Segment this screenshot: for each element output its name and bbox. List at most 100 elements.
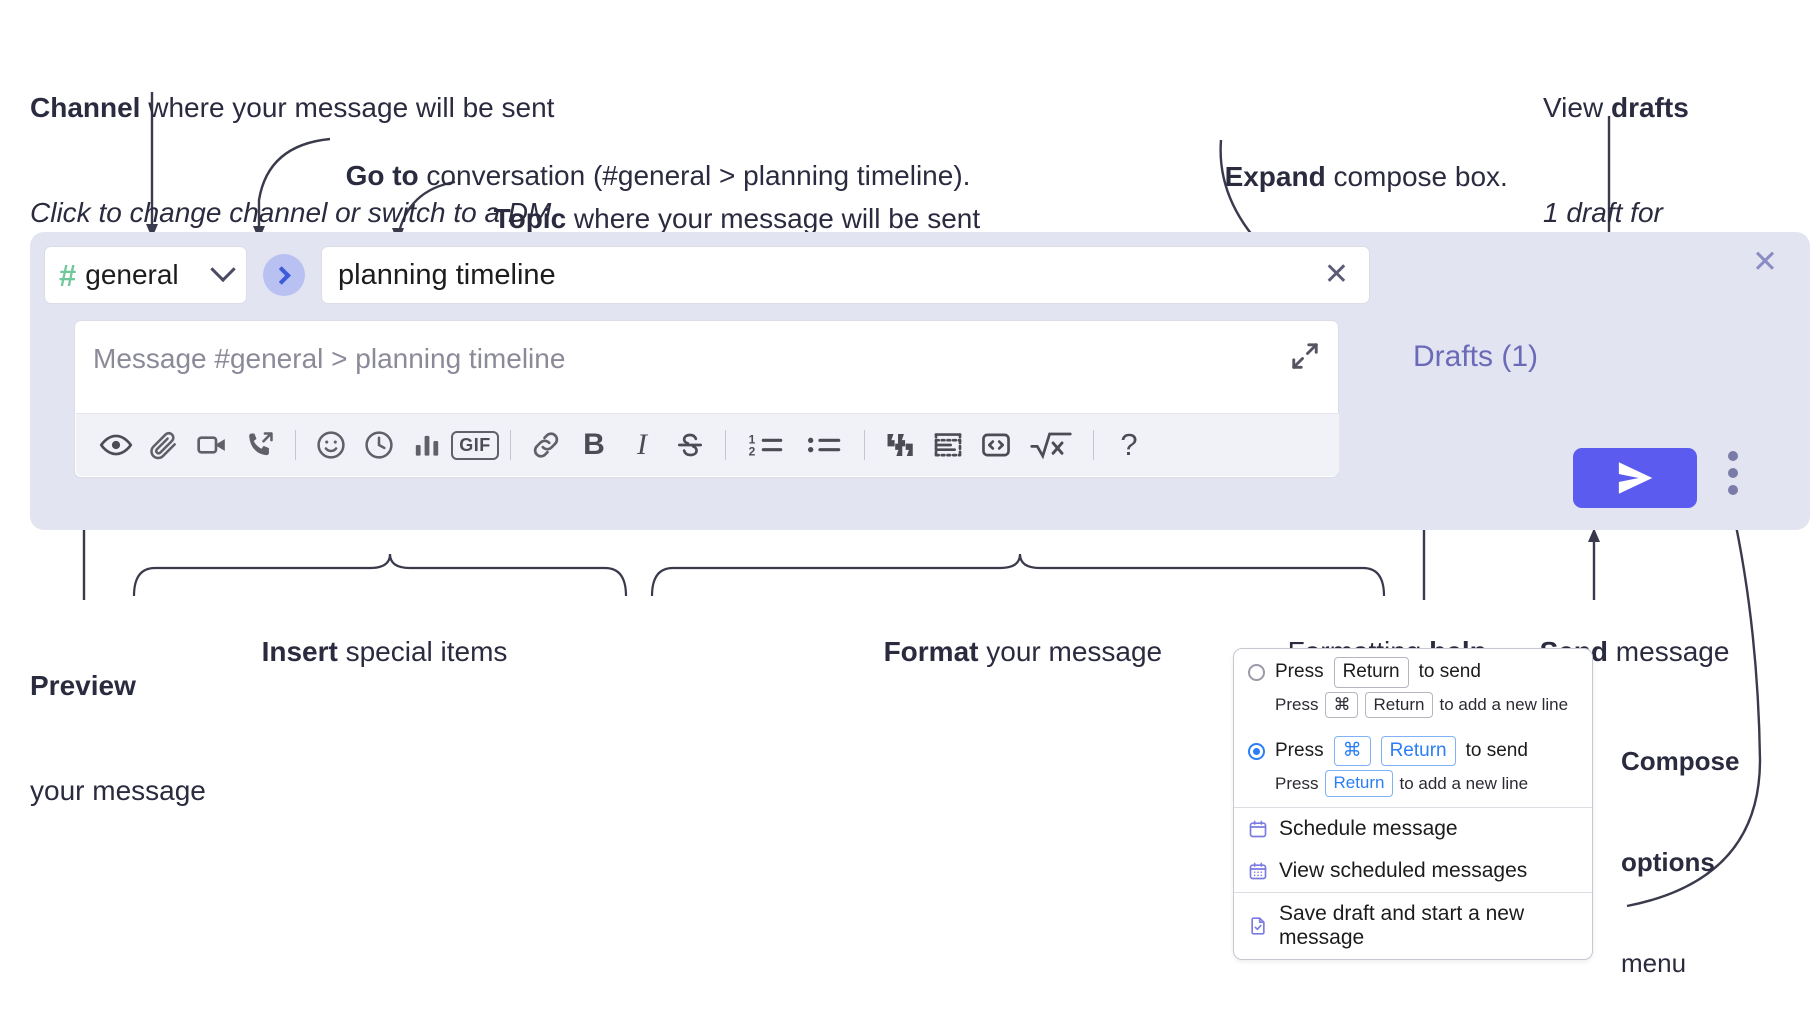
- radio-selected[interactable]: [1248, 742, 1265, 760]
- chevron-right-icon: [271, 265, 291, 285]
- annotation-format-bold: Format: [883, 635, 979, 667]
- svg-text:1: 1: [749, 433, 756, 447]
- clock-icon[interactable]: [355, 422, 403, 468]
- kebab-dot: [1728, 485, 1738, 495]
- annotation-compose-bold-2: options: [1621, 846, 1715, 877]
- send-option-cmd-return[interactable]: Press ⌘ Return to send: [1234, 728, 1592, 769]
- toolbar-divider: [1093, 430, 1094, 460]
- video-icon[interactable]: [188, 422, 236, 468]
- document-check-icon: [1251, 916, 1265, 935]
- annotation-insert-rest: special items: [337, 635, 508, 667]
- annotation-format-rest: your message: [978, 635, 1163, 667]
- calendar-icon: [1249, 820, 1267, 837]
- ordered-list-icon[interactable]: 1 2: [737, 422, 795, 468]
- expand-icon[interactable]: [1290, 341, 1320, 371]
- annotation-topic-rest: where your message will be sent: [566, 202, 981, 234]
- annotation-insert-bold: Insert: [261, 635, 338, 667]
- annotation-expand-rest: compose box.: [1325, 160, 1508, 192]
- code-block-icon[interactable]: [924, 422, 972, 468]
- kebab-dot: [1728, 468, 1738, 478]
- toolbar-divider: [295, 430, 296, 460]
- message-input-box[interactable]: Message #general > planning timeline: [74, 320, 1339, 478]
- code-icon[interactable]: [972, 422, 1020, 468]
- annotation-compose-options: Compose options menu: [1621, 677, 1739, 1015]
- radio-unselected[interactable]: [1248, 663, 1265, 681]
- annotation-channel-italic: Click to change channel or switch to a D…: [30, 196, 560, 228]
- menu-divider: [1234, 891, 1592, 893]
- option-2-press: Press: [1275, 740, 1324, 762]
- toolbar-divider: [725, 430, 726, 460]
- italic-label: I: [637, 428, 647, 461]
- annotation-drafts-italic-1: 1 draft for: [1543, 196, 1663, 228]
- key-return: Return: [1325, 770, 1393, 797]
- calendar-grid-icon: [1249, 862, 1267, 879]
- toolbar-divider: [510, 430, 511, 460]
- annotation-goto-rest: conversation (#general > planning timeli…: [418, 159, 971, 191]
- poll-icon[interactable]: [403, 422, 451, 468]
- option-1-press: Press: [1275, 661, 1324, 683]
- send-option-return[interactable]: Press Return to send: [1234, 649, 1592, 690]
- clear-topic-icon[interactable]: ✕: [1323, 258, 1349, 291]
- annotation-drafts-pre: View: [1543, 92, 1611, 124]
- send-option-cmd-return-hint: Press Return to add a new line: [1234, 768, 1592, 806]
- annotation-channel-rest: where your message will be sent: [140, 92, 555, 124]
- menu-item-save-draft[interactable]: Save draft and start a new message: [1234, 893, 1592, 959]
- key-command: ⌘: [1333, 735, 1371, 767]
- audio-call-icon[interactable]: [236, 422, 284, 468]
- help-icon[interactable]: ?: [1105, 422, 1153, 468]
- option-2-sub-suffix: to add a new line: [1399, 773, 1529, 793]
- toolbar-divider: [864, 430, 865, 460]
- chevron-down-icon: [210, 256, 236, 283]
- annotation-expand: Expand compose box.: [1209, 125, 1508, 194]
- bold-icon[interactable]: B: [570, 422, 618, 468]
- send-button[interactable]: [1573, 448, 1697, 508]
- topic-input[interactable]: planning timeline ✕: [321, 246, 1370, 304]
- annotation-channel: Channel where your message will be sent …: [30, 22, 559, 265]
- annotation-channel-bold: Channel: [30, 92, 141, 124]
- menu-item-schedule-message[interactable]: Schedule message: [1234, 808, 1592, 850]
- blockquote-icon[interactable]: [876, 422, 924, 468]
- annotation-drafts-bold: drafts: [1610, 92, 1689, 124]
- attachment-icon[interactable]: [140, 422, 188, 468]
- gif-icon[interactable]: GIF: [451, 422, 499, 468]
- gif-label: GIF: [451, 430, 499, 460]
- italic-icon[interactable]: I: [618, 422, 666, 468]
- send-option-return-hint: Press ⌘ Return to add a new line: [1234, 690, 1592, 728]
- annotation-compose-rest: menu: [1621, 948, 1687, 979]
- drafts-link[interactable]: Drafts (1): [1412, 340, 1538, 373]
- compose-options-menu: Press Return to send Press ⌘ Return to a…: [1233, 648, 1593, 960]
- compose-header: # general planning timeline ✕: [44, 246, 1370, 304]
- key-return: Return: [1333, 657, 1409, 688]
- option-2-sub-press: Press: [1275, 773, 1319, 793]
- link-icon[interactable]: [522, 422, 570, 468]
- bulleted-list-icon[interactable]: [795, 422, 853, 468]
- annotation-preview-bold: Preview: [30, 670, 136, 702]
- menu-item-label: Save draft and start a new message: [1279, 901, 1525, 949]
- annotation-format: Format your message: [868, 600, 1163, 669]
- annotation-preview: Preview your message: [30, 600, 206, 843]
- preview-icon[interactable]: [92, 422, 140, 468]
- option-1-sub-suffix: to add a new line: [1439, 694, 1569, 714]
- topic-value: planning timeline: [338, 258, 556, 291]
- strikethrough-icon[interactable]: [666, 422, 714, 468]
- close-icon[interactable]: ✕: [1752, 244, 1778, 279]
- compose-options-menu-button[interactable]: [1728, 451, 1738, 502]
- bold-label: B: [583, 428, 605, 461]
- menu-item-label: Schedule message: [1279, 816, 1458, 840]
- message-placeholder: Message #general > planning timeline: [93, 343, 566, 374]
- formatting-toolbar: GIF B I: [76, 413, 1339, 476]
- hash-icon: #: [59, 257, 77, 293]
- emoji-icon[interactable]: [307, 422, 355, 468]
- option-1-suffix: to send: [1418, 661, 1481, 683]
- annotation-send: Send message: [1524, 600, 1730, 669]
- option-1-sub-press: Press: [1275, 694, 1319, 714]
- channel-selector[interactable]: # general: [44, 246, 247, 304]
- svg-text:2: 2: [749, 445, 756, 459]
- math-icon[interactable]: [1020, 422, 1082, 468]
- menu-item-view-scheduled-messages[interactable]: View scheduled messages: [1234, 850, 1592, 892]
- key-return: Return: [1365, 691, 1433, 718]
- help-label: ?: [1120, 427, 1138, 462]
- goto-conversation-button[interactable]: [263, 254, 305, 296]
- key-return: Return: [1380, 735, 1456, 767]
- compose-panel: ✕ # general planning timeline ✕ Message …: [30, 232, 1810, 530]
